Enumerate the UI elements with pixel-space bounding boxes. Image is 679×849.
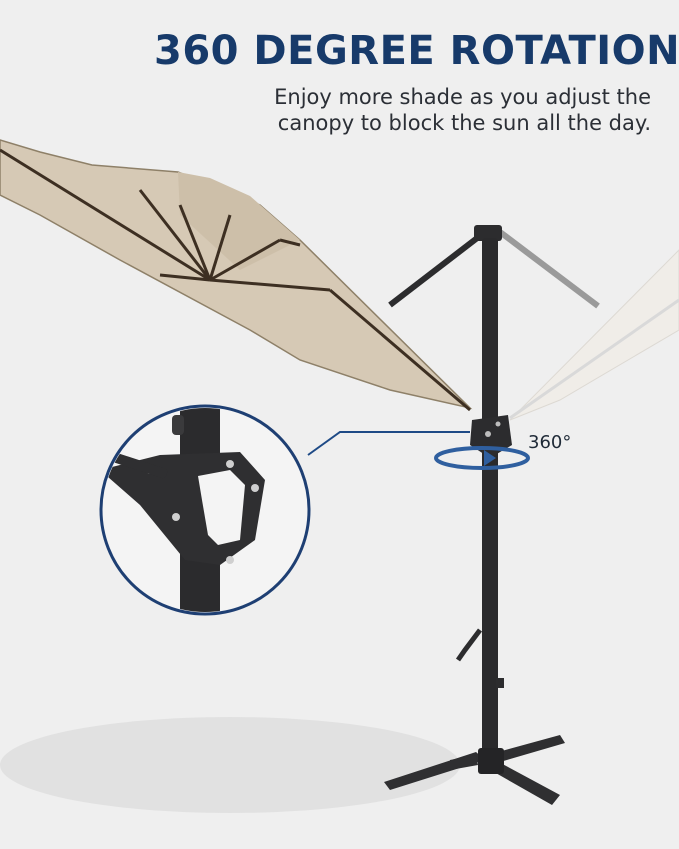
subtitle-line-2: canopy to block the sun all the day. xyxy=(277,111,651,135)
zoom-circle xyxy=(99,404,311,616)
rotation-label: 360° xyxy=(528,432,572,453)
subtitle: Enjoy more shade as you adjust the canop… xyxy=(231,84,651,136)
canopy xyxy=(0,139,473,412)
pole-assembly xyxy=(388,225,600,773)
ground-shadow xyxy=(0,717,460,813)
rotation-arrow-icon xyxy=(434,446,530,470)
page-title: 360 DEGREE ROTATION xyxy=(154,28,679,74)
subtitle-line-1: Enjoy more shade as you adjust the xyxy=(274,85,651,109)
headline: 360 DEGREE ROTATION xyxy=(150,28,679,74)
callout-connector xyxy=(307,431,470,456)
ghost-canopy xyxy=(498,229,679,421)
cross-base xyxy=(384,735,565,805)
